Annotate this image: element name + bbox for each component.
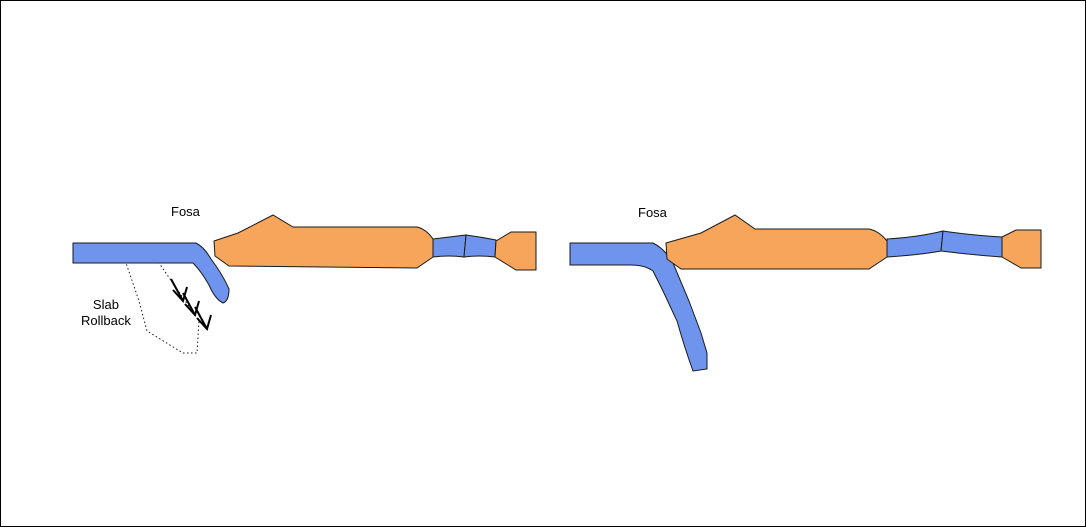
right-panel	[569, 214, 1042, 372]
oceanic-slab-right	[569, 242, 708, 372]
continental-block-left	[213, 214, 434, 269]
arrow-3	[194, 306, 212, 332]
slab-rollback-label: Slab Rollback	[81, 297, 131, 329]
oceanic-slab-left	[72, 242, 230, 304]
arrow-1	[170, 278, 188, 304]
continental-block-right	[665, 214, 888, 270]
rollback-label: Rollback	[81, 313, 131, 328]
arrow-2	[182, 292, 200, 318]
oceanic-piece-left-1	[432, 234, 467, 258]
continental-block-left-small	[494, 231, 537, 271]
oceanic-piece-right-2	[940, 230, 1003, 258]
oceanic-piece-right-1	[886, 230, 944, 258]
left-panel	[72, 214, 537, 354]
oceanic-piece-left-2	[463, 234, 497, 258]
rollback-arrows	[170, 278, 212, 332]
trench-label-right: Fosa	[638, 205, 667, 220]
slab-label: Slab	[92, 297, 119, 312]
trench-label-left: Fosa	[171, 204, 200, 219]
rollback-dotted-outline	[125, 262, 200, 354]
continental-block-right-small	[1001, 229, 1042, 269]
